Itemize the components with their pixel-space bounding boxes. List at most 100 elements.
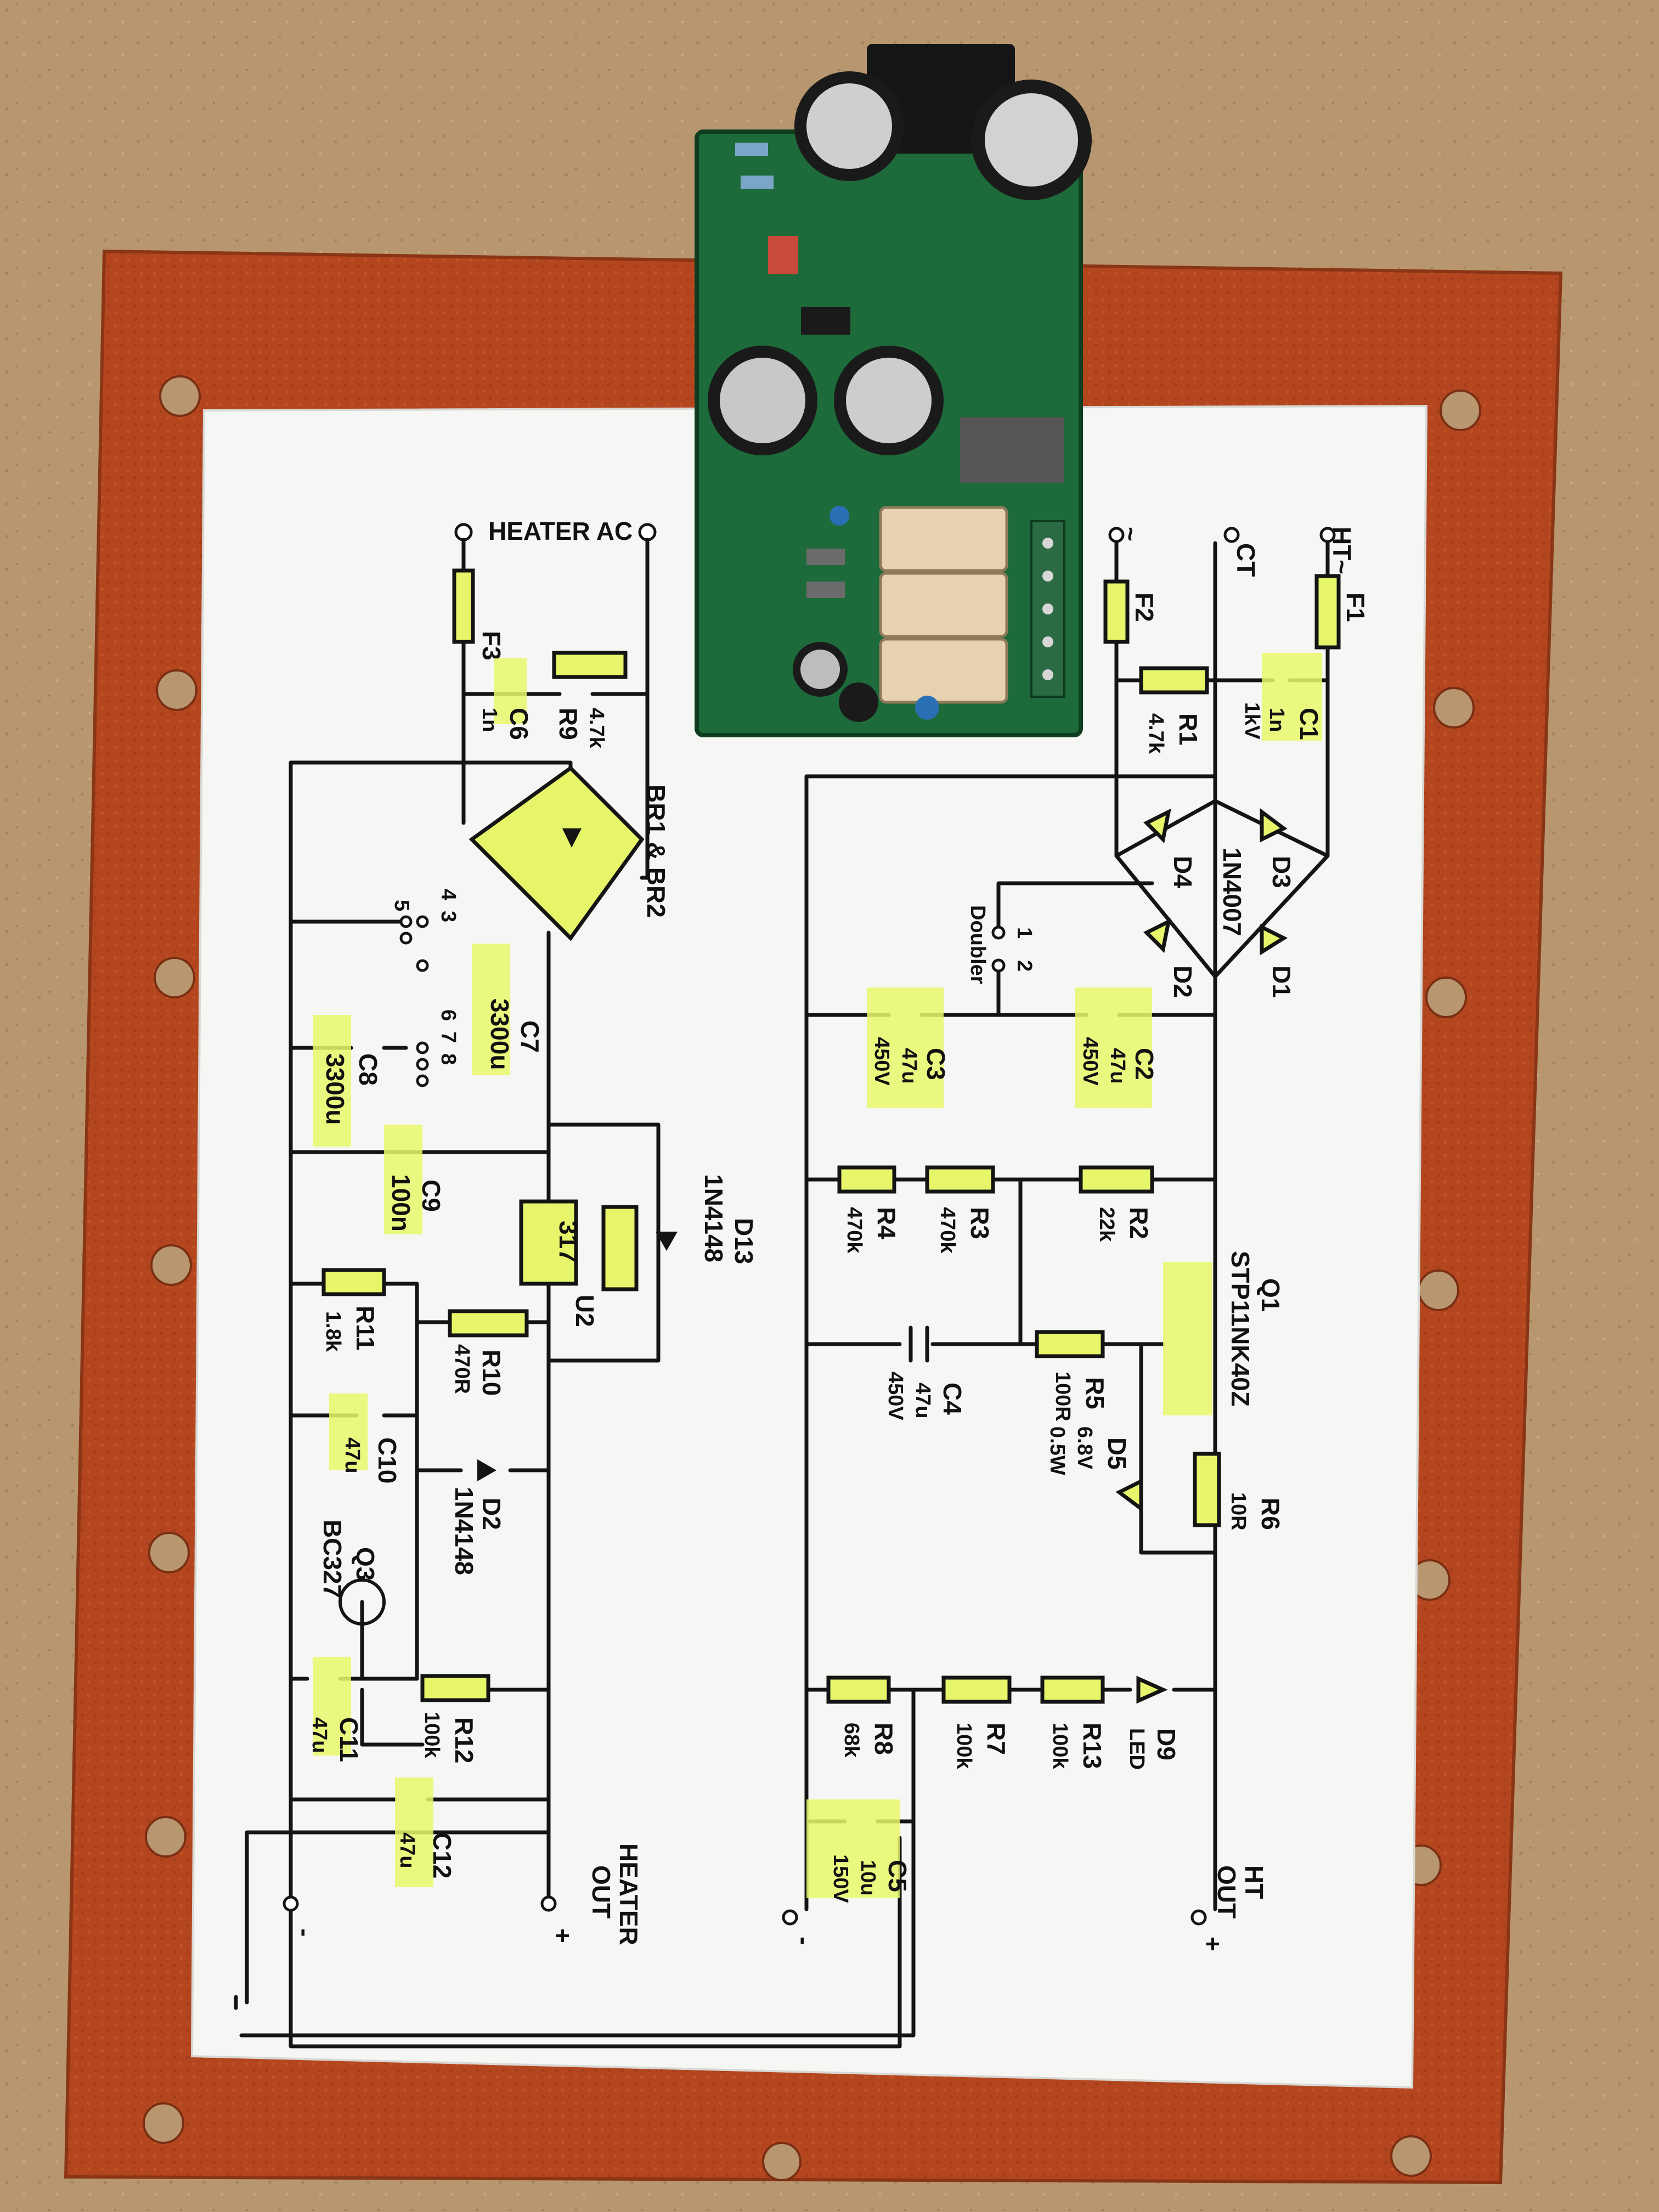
- r4-value: 470k: [843, 1207, 866, 1254]
- heater-out-minus: -: [291, 1928, 319, 1937]
- heater-ac-label: HEATER AC: [488, 517, 633, 545]
- c12-label: C12: [428, 1832, 456, 1878]
- c10-value: 47u: [341, 1437, 364, 1473]
- mat-holes: [143, 375, 1481, 2181]
- c6-highlight: [494, 658, 527, 724]
- heater-out-minus-terminal: [283, 1895, 299, 1912]
- c3-value: 47u: [898, 1048, 921, 1084]
- q1-highlight: [1163, 1262, 1212, 1415]
- r13-label: R13: [1078, 1723, 1107, 1769]
- resistor-r6: [1193, 1452, 1221, 1527]
- f3-label: F3: [477, 631, 506, 661]
- fuse-f1: [1314, 574, 1341, 650]
- ht-input-label: HT: [1328, 527, 1356, 560]
- q3-label: Q3: [351, 1547, 380, 1581]
- ht-out-plus: +: [1199, 1937, 1227, 1951]
- d9-led-icon: [1136, 1675, 1168, 1704]
- c9-value: 100n: [387, 1174, 415, 1232]
- pin-5: 5: [390, 900, 413, 911]
- heater-supply-schematic: HEATER AC F3 R9 4.7k C6 1n BR1 & BR2 4: [234, 517, 902, 2049]
- doubler-label: Doubler: [966, 905, 989, 984]
- r2-label: R2: [1125, 1207, 1153, 1239]
- resistor-r4: [837, 1165, 896, 1194]
- r1-label: R1: [1174, 713, 1203, 746]
- pcb-board: [695, 44, 1092, 737]
- r8-value: 68k: [840, 1723, 863, 1758]
- q3-transistor-icon: [338, 1578, 386, 1626]
- c11-value: 47u: [308, 1717, 331, 1753]
- c7-label: C7: [516, 1020, 544, 1053]
- q1-label: Q1: [1256, 1278, 1285, 1312]
- r6-value: 10R: [1227, 1492, 1250, 1531]
- pin-8: 8: [437, 1053, 460, 1065]
- q1-value: STP11NK40Z: [1226, 1251, 1255, 1407]
- d5-rating: 0.5W: [1046, 1426, 1069, 1475]
- d2-heater-value: 1N4148: [450, 1487, 478, 1575]
- r10-value: 470R: [450, 1344, 473, 1394]
- d2-label: D2: [1169, 966, 1197, 998]
- resistor-r11: [321, 1268, 386, 1296]
- ht-out-minus-terminal: [782, 1909, 798, 1926]
- pin-3: 3: [437, 911, 460, 922]
- r3-value: 470k: [936, 1207, 959, 1254]
- c1-label: C1: [1295, 708, 1323, 740]
- c5-value: 10u: [856, 1860, 879, 1895]
- ac-tilde-left: ~: [1116, 527, 1145, 541]
- regulator-heatsink-icon: [601, 1205, 639, 1291]
- r9-label: R9: [554, 708, 583, 740]
- c2-label: C2: [1130, 1048, 1159, 1080]
- heater-out-plus-terminal: [540, 1895, 557, 1912]
- resistor-r8: [826, 1675, 891, 1704]
- c10-label: C10: [373, 1437, 402, 1483]
- resistor-r10: [448, 1309, 529, 1338]
- c2-rating: 450V: [1079, 1037, 1102, 1086]
- r12-value: 100k: [420, 1712, 443, 1758]
- ct-terminal: [1223, 527, 1240, 543]
- bridge-rectifier: [469, 765, 645, 941]
- heater-jumper-pins: [399, 915, 429, 1087]
- resistor-r1: [1139, 666, 1209, 695]
- d4-diode-icon: [1143, 808, 1171, 844]
- d13-label: D13: [730, 1218, 758, 1264]
- c5-highlight: [806, 1799, 900, 1898]
- c8-value: 3300u: [321, 1053, 349, 1125]
- c12-value: 47u: [396, 1832, 419, 1868]
- pcb-bridge-module: [960, 417, 1064, 483]
- regulator-317: [519, 1199, 578, 1286]
- pin-6: 6: [437, 1009, 460, 1021]
- doubler-pin-1-label: 1: [1013, 927, 1036, 939]
- r6-label: R6: [1256, 1498, 1285, 1530]
- bridge-diode-type: 1N4007: [1218, 848, 1246, 936]
- heater-out-plus: +: [549, 1928, 577, 1943]
- heater-ac-terminal: [454, 523, 473, 541]
- c4-value: 47u: [911, 1383, 934, 1418]
- resistor-r9: [552, 651, 628, 679]
- c1-rating: 1kV: [1240, 702, 1263, 740]
- d9-value: LED: [1125, 1728, 1148, 1770]
- r13-value: 100k: [1048, 1723, 1071, 1769]
- c8-highlight: [313, 1015, 351, 1147]
- heater-out-label-1: HEATER: [614, 1843, 643, 1945]
- r10-label: R10: [477, 1350, 506, 1396]
- d2-diode-icon: [1143, 918, 1171, 953]
- r7-label: R7: [982, 1723, 1011, 1755]
- ht-out-plus-terminal: [1190, 1909, 1207, 1926]
- r3-label: R3: [966, 1207, 994, 1239]
- c7-value: 3300u: [486, 998, 514, 1070]
- d13-diode-icon: [656, 1232, 678, 1251]
- d5-value: 6.8V: [1073, 1426, 1096, 1470]
- resistor-r3: [925, 1165, 995, 1194]
- c2-highlight: [1075, 988, 1152, 1108]
- pin-7: 7: [437, 1031, 460, 1043]
- resistor-r5: [1035, 1330, 1105, 1358]
- d2-heater-diode-icon: [477, 1459, 496, 1481]
- r11-label: R11: [351, 1306, 380, 1351]
- resistor-r7: [941, 1675, 1012, 1704]
- pcb-small-parts: [735, 143, 939, 720]
- c10-highlight: [329, 1393, 368, 1470]
- c7-highlight: [472, 944, 510, 1075]
- fuse-f3: [452, 568, 475, 644]
- d3-diode-icon: [1260, 808, 1288, 843]
- c4-label: C4: [938, 1383, 967, 1415]
- r12-label: R12: [450, 1717, 478, 1763]
